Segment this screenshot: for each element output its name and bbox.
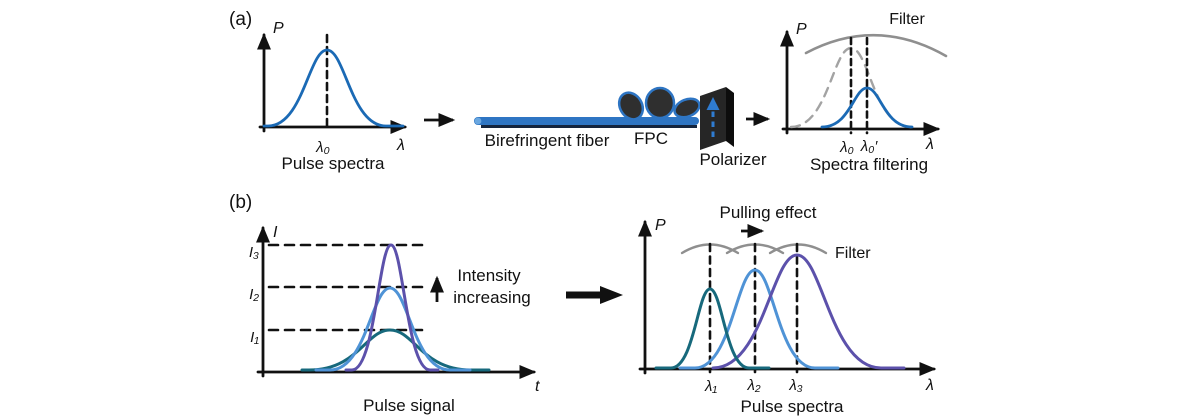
y-axis-label: I (273, 224, 278, 241)
plot-spectra-filtering: P Filter λ₀ λ₀′ λ Spectra filtering (780, 11, 948, 174)
y-axis-label: P (655, 217, 666, 234)
plot-pulse-signal: I I₃ I₂ I₁ Intensity increasing t Pulse … (249, 224, 540, 415)
pulling-effect-label: Pulling effect (719, 203, 816, 222)
filter-label: Filter (889, 11, 925, 28)
intensity-level3-label: I₃ (249, 244, 259, 261)
spectrum-curve-mid (678, 268, 840, 370)
y-axis-label: P (796, 21, 807, 38)
peak1-label: λ₀ (839, 139, 854, 156)
birefringent-fiber: Birefringent fiber (474, 117, 699, 150)
pulse-curve-high (344, 243, 440, 372)
fpc-loop-icon (617, 91, 645, 121)
fpc-label: FPC (634, 129, 668, 148)
polarizer-label: Polarizer (699, 150, 766, 169)
fiber-label: Birefringent fiber (485, 131, 610, 150)
pulse-curve-low (300, 328, 491, 372)
polarizer: Polarizer (699, 87, 767, 169)
x-axis-label: t (535, 378, 540, 395)
peak1-label: λ₁ (704, 378, 717, 395)
pulse-curve-mid (314, 286, 472, 372)
peak3-label: λ₃ (788, 377, 802, 394)
plot-caption: Spectra filtering (810, 155, 928, 174)
x-axis-label: λ (396, 137, 405, 154)
x-axis-label: λ (925, 377, 934, 394)
plot-pulse-spectra-a: P λ₀ λ Pulse spectra (257, 20, 408, 173)
spectrum-curve (262, 48, 405, 128)
peak2-label: λ₂ (746, 377, 760, 394)
filter-label: Filter (835, 245, 871, 262)
big-arrowhead (600, 286, 623, 304)
filter-transmission-curve (804, 33, 948, 58)
plot-caption: Pulse spectra (741, 397, 845, 416)
fpc-loop-icon (644, 86, 676, 120)
fpc-loop-icon (673, 97, 701, 119)
plot-caption: Pulse spectra (282, 154, 386, 173)
x-axis-label: λ (925, 136, 934, 153)
fiber-end-cap (474, 117, 482, 125)
polarizer-side-face (726, 87, 734, 147)
intensity-level2-label: I₂ (249, 286, 259, 303)
fpc-paddles: FPC (617, 86, 701, 148)
peak2-label: λ₀′ (860, 138, 879, 155)
spectrum-curve-high (711, 253, 906, 370)
panel-b-label: (b) (229, 192, 252, 213)
peak-wavelength-label: λ₀ (315, 139, 330, 156)
intensity-annotation-line2: increasing (453, 288, 531, 307)
intensity-annotation-line1: Intensity (457, 266, 521, 285)
plot-pulse-spectra-b: P Pulling effect Filter λ₁ λ₂ λ₃ λ Pulse… (638, 203, 937, 416)
y-axis-label: P (273, 20, 284, 37)
filtered-spectrum-curve (820, 86, 914, 129)
polarization-arrowhead-icon (706, 97, 720, 110)
spectrum-curve-low (654, 287, 771, 370)
intensity-level1-label: I₁ (250, 329, 259, 346)
big-flow-arrow-icon (566, 286, 623, 304)
plot-caption: Pulse signal (363, 396, 455, 415)
polarizer-front-face (700, 87, 726, 150)
panel-a-label: (a) (229, 9, 252, 30)
